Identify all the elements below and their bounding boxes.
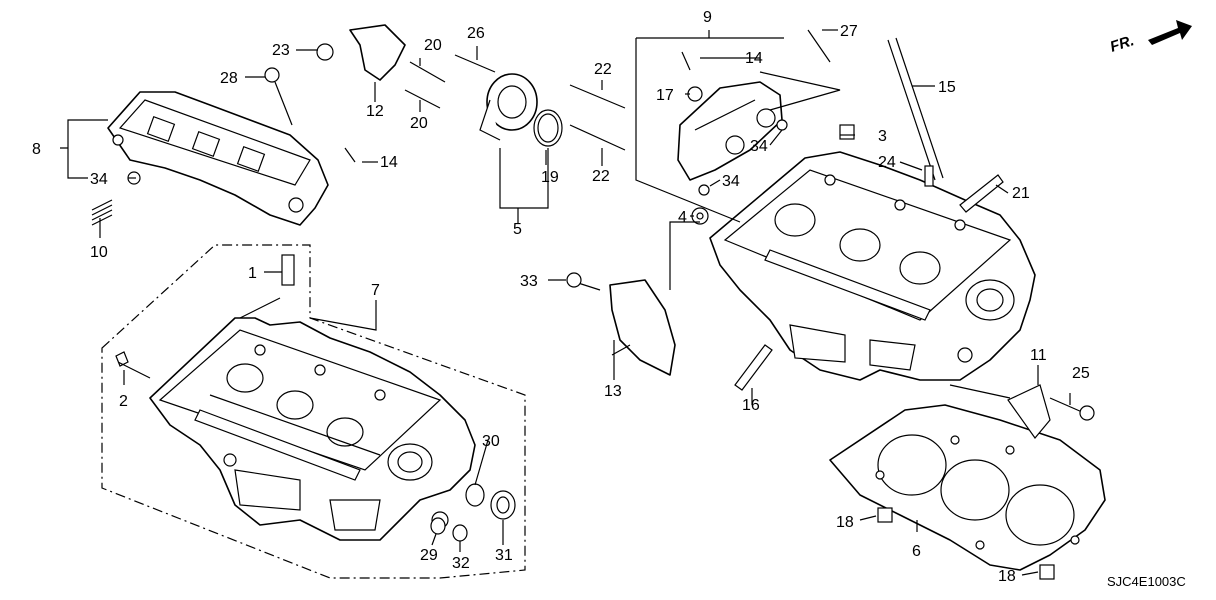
callout-31: 31 — [495, 547, 513, 564]
callout-17: 17 — [656, 87, 674, 104]
rear-cylinder-head — [149, 317, 476, 541]
callout-30: 30 — [482, 433, 500, 450]
callout-22a: 22 — [594, 61, 612, 78]
callout-4: 4 — [678, 209, 687, 226]
small-parts — [91, 24, 1095, 580]
callout-20a: 20 — [424, 37, 442, 54]
callout-21: 21 — [1012, 185, 1030, 202]
fr-label: FR. — [1108, 32, 1136, 56]
callout-24: 24 — [878, 154, 896, 171]
rear-head-kit-outline — [101, 244, 526, 579]
callout-27: 27 — [840, 23, 858, 40]
callout-3: 3 — [878, 128, 887, 145]
callout-16: 16 — [742, 397, 760, 414]
callout-34b: 34 — [750, 138, 768, 155]
callout-11: 11 — [1030, 347, 1047, 364]
callout-14b: 14 — [745, 50, 763, 67]
callout-34a: 34 — [90, 171, 108, 188]
callout-12: 12 — [366, 103, 384, 120]
callout-8: 8 — [32, 141, 41, 158]
callout-22b: 22 — [592, 168, 610, 185]
spool-valve — [677, 81, 783, 181]
head-gasket — [829, 404, 1106, 571]
callout-14a: 14 — [380, 154, 398, 171]
callout-28: 28 — [220, 70, 238, 87]
front-direction-arrow: FR. — [1108, 20, 1192, 56]
callout-33: 33 — [520, 273, 538, 290]
callout-2: 2 — [119, 393, 128, 410]
callout-5: 5 — [513, 221, 522, 238]
callout-18b: 18 — [998, 568, 1016, 585]
callout-18a: 18 — [836, 514, 854, 531]
callout-10: 10 — [90, 244, 108, 261]
callout-9: 9 — [703, 9, 712, 26]
leader-lines — [60, 29, 1071, 576]
callout-15: 15 — [938, 79, 956, 96]
callout-6: 6 — [912, 543, 921, 560]
callout-26: 26 — [467, 25, 485, 42]
callout-25: 25 — [1072, 365, 1090, 382]
callout-29: 29 — [420, 547, 438, 564]
callout-labels: 1 2 3 4 5 6 7 8 9 10 11 12 13 14 14 15 1… — [32, 9, 1090, 585]
callout-1: 1 — [248, 265, 257, 282]
camshaft-holder — [107, 91, 329, 226]
callout-19: 19 — [541, 169, 559, 186]
callout-13: 13 — [604, 383, 622, 400]
callout-23: 23 — [272, 42, 290, 59]
callout-7: 7 — [371, 282, 380, 299]
diagram-code: SJC4E1003C — [1107, 574, 1186, 589]
callout-34c: 34 — [722, 173, 740, 190]
callout-32: 32 — [452, 555, 470, 572]
callout-20b: 20 — [410, 115, 428, 132]
front-cylinder-head — [709, 151, 1036, 381]
